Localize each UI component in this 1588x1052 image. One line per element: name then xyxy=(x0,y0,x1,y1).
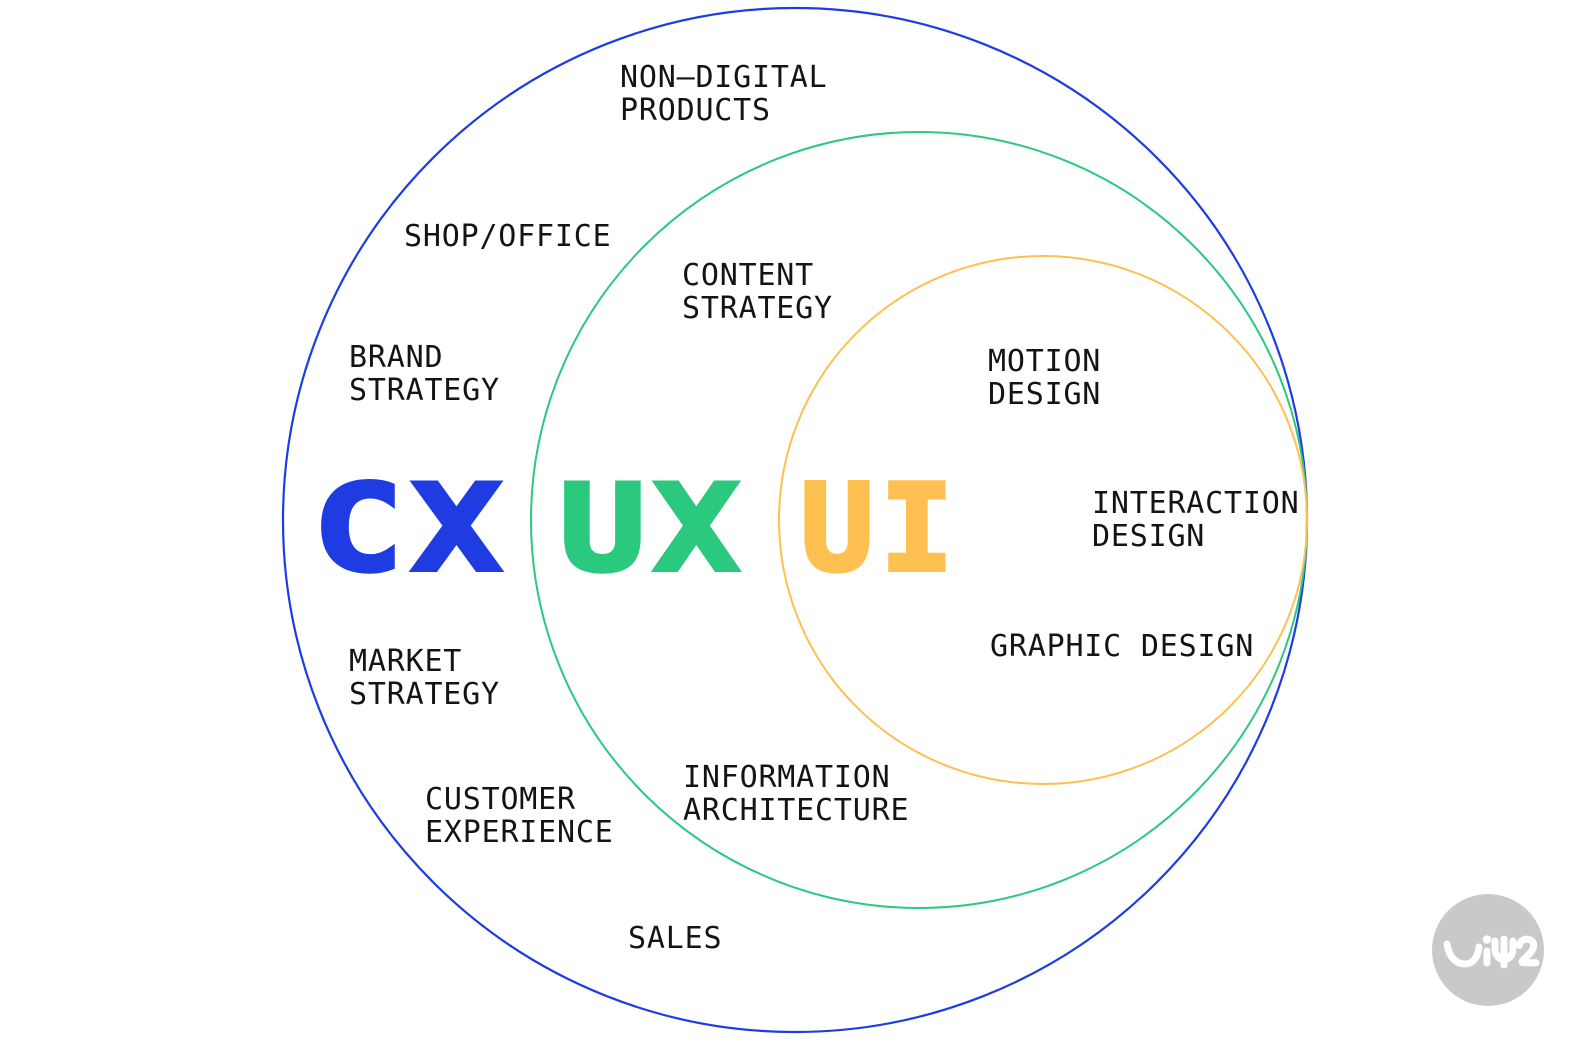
ui42-letter-i-dot xyxy=(1482,935,1492,944)
label-market-strategy: MARKET STRATEGY xyxy=(349,644,500,712)
label-interaction-design: INTERACTION DESIGN xyxy=(1092,486,1300,554)
label-content-strategy: CONTENT STRATEGY xyxy=(682,258,833,326)
label-customer-experience: CUSTOMER EXPERIENCE xyxy=(425,782,614,850)
ui42-logo-wordmark xyxy=(1443,935,1540,969)
ui42-logo xyxy=(1432,894,1544,1006)
ux-zone-title: UX xyxy=(557,468,742,592)
cx-zone-title-text: CX xyxy=(310,460,510,599)
ui-zone-title-text: UI xyxy=(798,460,960,599)
label-information-architecture: INFORMATION ARCHITECTURE xyxy=(683,760,910,828)
label-motion-design: MOTION DESIGN xyxy=(988,344,1102,412)
cx-zone-title: CX xyxy=(310,468,505,592)
ux-zone-title-text: UX xyxy=(557,460,747,599)
label-graphic-design: GRAPHIC DESIGN xyxy=(990,629,1255,664)
label-shop-office: SHOP/OFFICE xyxy=(404,219,612,254)
ui-circle xyxy=(778,255,1308,785)
label-sales: SALES xyxy=(628,921,723,956)
ui42-digit-2 xyxy=(1516,935,1540,967)
label-brand-strategy: BRAND STRATEGY xyxy=(349,340,500,408)
label-non-digital-products: NON–DIGITAL PRODUCTS xyxy=(620,60,828,128)
ui-zone-title: UI xyxy=(798,460,960,599)
ui42-letter-u xyxy=(1443,940,1483,968)
